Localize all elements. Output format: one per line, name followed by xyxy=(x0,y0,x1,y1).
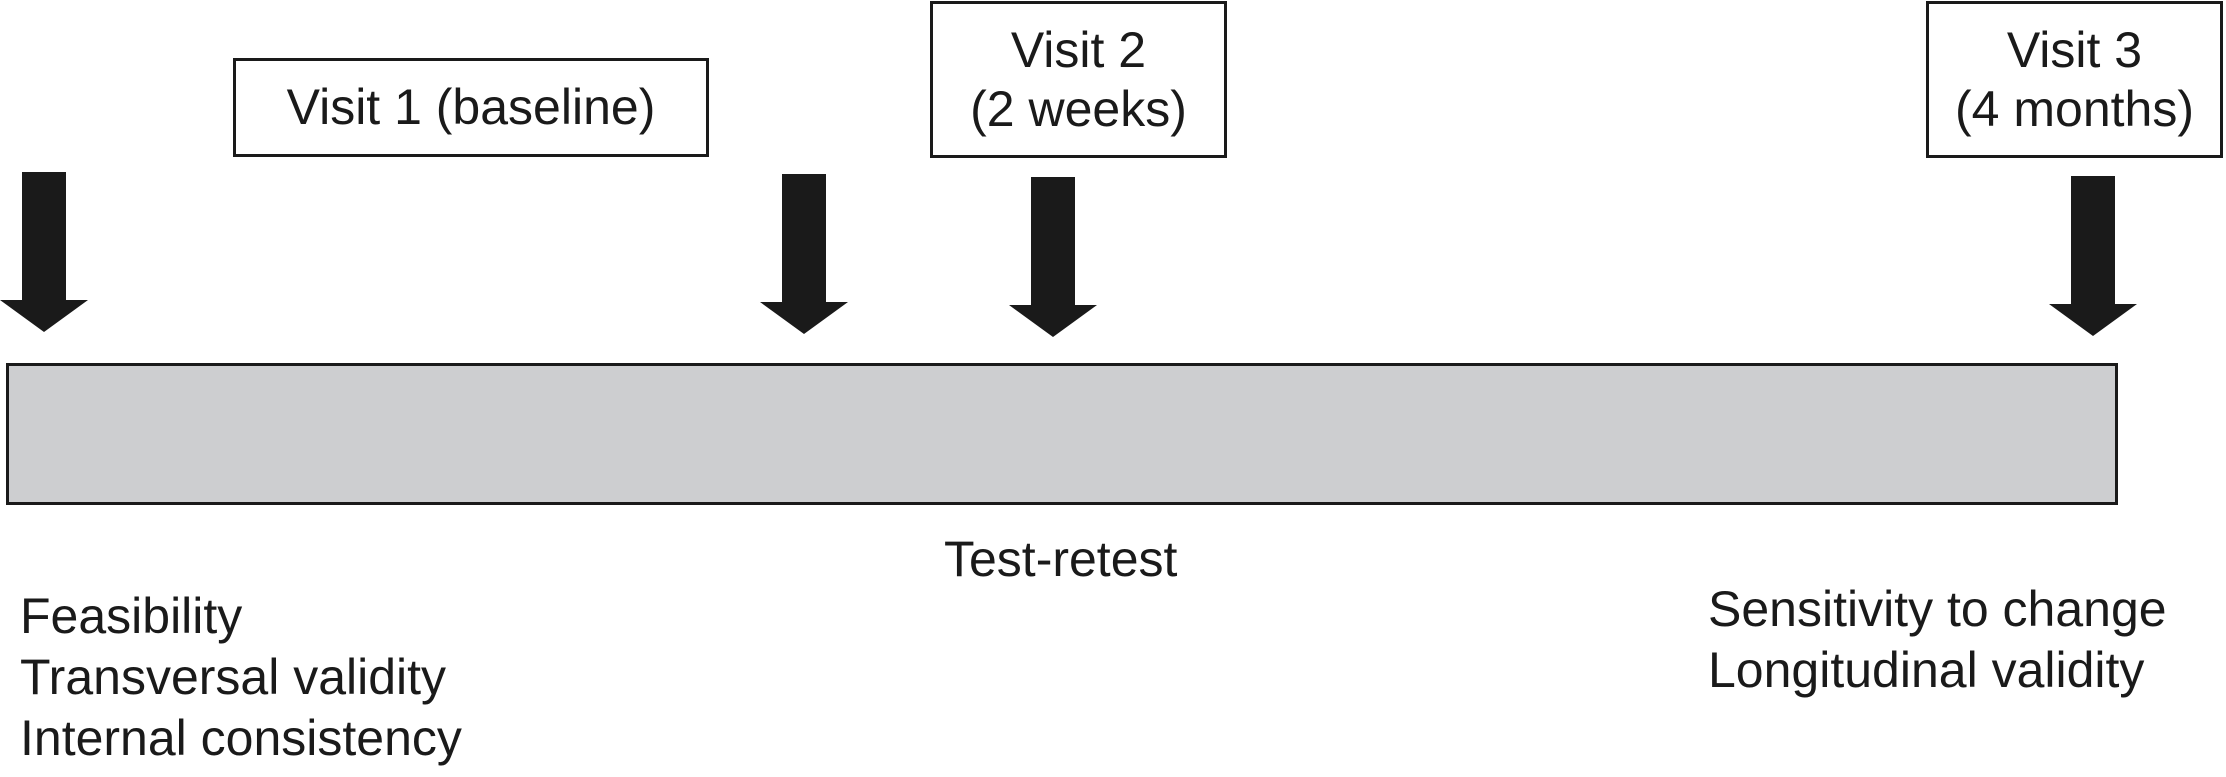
visit-2-title: Visit 2 xyxy=(1010,21,1147,78)
list-item: Sensitivity to change xyxy=(1708,581,2167,637)
down-arrow-icon xyxy=(0,172,88,332)
down-arrow-icon xyxy=(2049,176,2137,336)
down-arrow-icon xyxy=(760,174,848,334)
list-item: Transversal validity xyxy=(20,649,447,705)
followup-outcomes-list: Sensitivity to change Longitudinal valid… xyxy=(1708,579,2167,701)
visit-2-box: Visit 2 (2 weeks) xyxy=(930,1,1227,158)
visit-3-box: Visit 3 (4 months) xyxy=(1926,1,2223,158)
visit-1-box: Visit 1 (baseline) xyxy=(233,58,709,157)
visit-2-subtitle: (2 weeks) xyxy=(970,80,1187,137)
visit-3-subtitle: (4 months) xyxy=(1955,80,2194,137)
test-retest-label: Test-retest xyxy=(944,531,1178,587)
baseline-outcomes-list: Feasibility Transversal validity Interna… xyxy=(20,586,462,769)
down-arrow-icon xyxy=(1009,177,1097,337)
visit-1-label: Visit 1 (baseline) xyxy=(286,79,656,135)
list-item: Longitudinal validity xyxy=(1708,642,2145,698)
list-item: Feasibility xyxy=(20,588,243,644)
visit-3-title: Visit 3 xyxy=(2006,21,2143,78)
list-item: Internal consistency xyxy=(20,710,462,766)
timeline-bar xyxy=(6,363,2118,505)
